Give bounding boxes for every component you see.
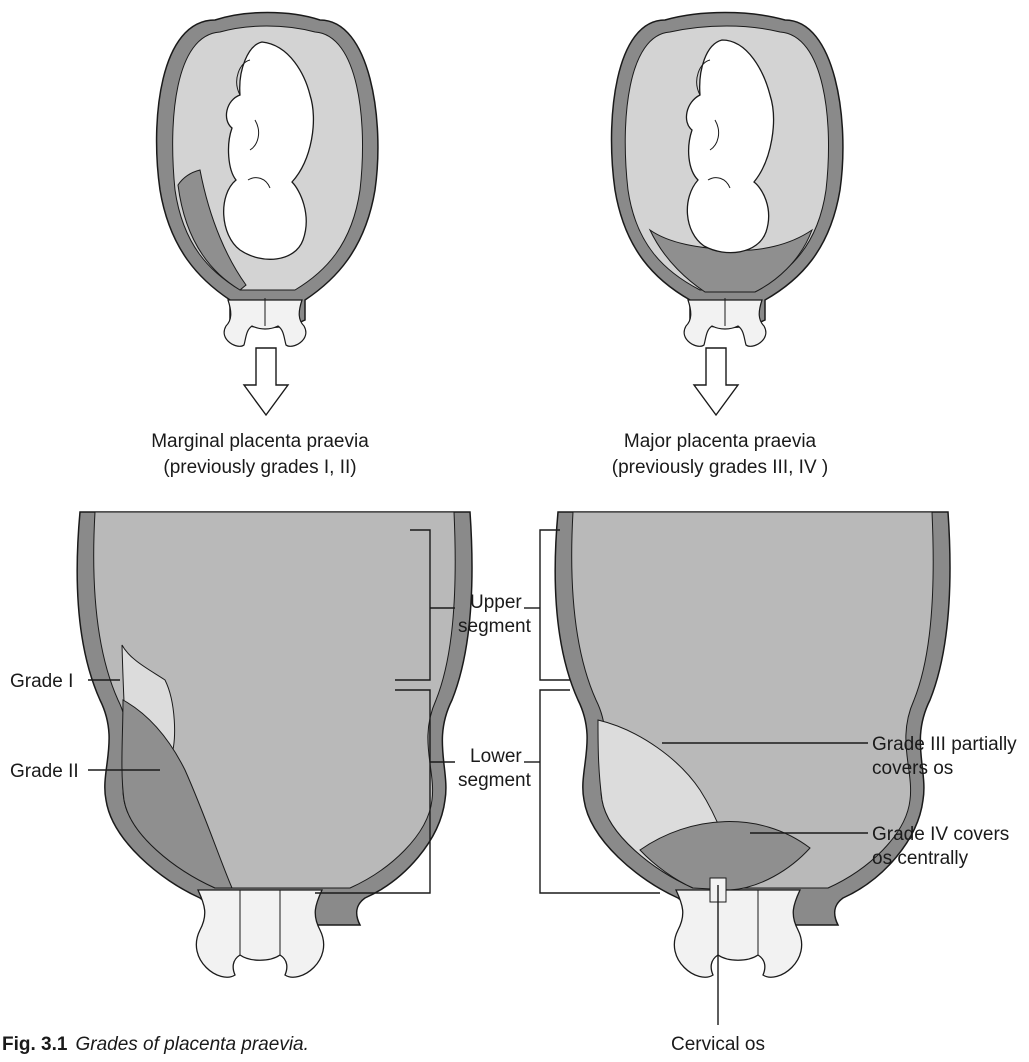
- upper-segment-label-line-1: Upper: [470, 592, 522, 613]
- right-caption-line-1: Major placenta praevia: [624, 431, 817, 452]
- figure-caption: Fig. 3.1 Grades of placenta praevia.: [2, 1034, 309, 1055]
- cervix: [674, 890, 801, 977]
- right-caption-line-2: (previously grades III, IV ): [612, 457, 828, 478]
- figure-number: Fig. 3.1: [2, 1034, 68, 1055]
- grade-4-label-line-1: Grade IV covers: [872, 824, 1009, 845]
- down-arrow-left: [244, 348, 288, 415]
- figure-caption-text: Grades of placenta praevia.: [75, 1034, 308, 1055]
- left-caption-line-1: Marginal placenta praevia: [151, 431, 369, 452]
- upper-segment-label-line-2: segment: [458, 616, 532, 637]
- down-arrow-right: [694, 348, 738, 415]
- cervical-os-label: Cervical os: [671, 1034, 765, 1055]
- bottom-left-uterus-illustration: [77, 512, 472, 977]
- cervix: [196, 890, 323, 977]
- top-right-uterus-illustration: [612, 13, 843, 347]
- grade-1-label: Grade I: [10, 671, 73, 692]
- top-left-uterus-illustration: [157, 13, 378, 347]
- grade-3-label-line-1: Grade III partially: [872, 734, 1017, 755]
- lower-segment-label-line-1: Lower: [470, 746, 522, 767]
- grade-2-label: Grade II: [10, 761, 79, 782]
- left-caption-line-2: (previously grades I, II): [163, 457, 356, 478]
- lower-segment-label-line-2: segment: [458, 770, 532, 791]
- grade-3-label-line-2: covers os: [872, 758, 953, 779]
- grade-4-label-line-2: os centrally: [872, 848, 969, 869]
